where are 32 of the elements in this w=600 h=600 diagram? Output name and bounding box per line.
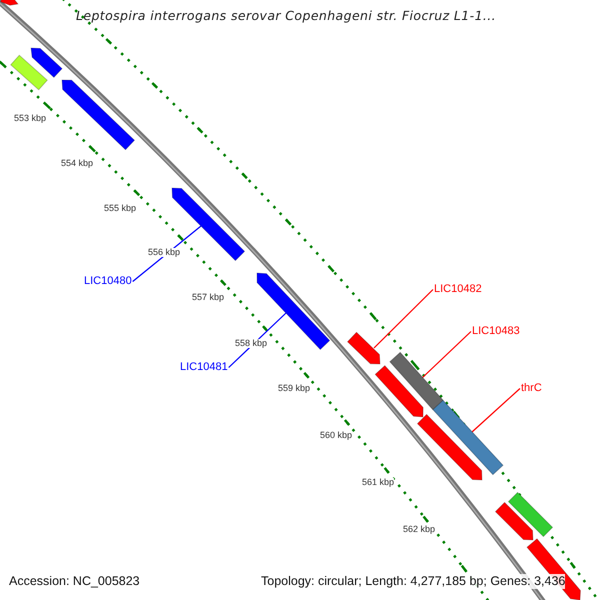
- scale-label: 562 kbp: [403, 525, 436, 534]
- gene-bar: [10, 54, 48, 90]
- gene-label: thrC: [521, 383, 542, 394]
- scale-label: 554 kbp: [61, 159, 94, 168]
- gene-feature: [0, 0, 19, 6]
- scale-label: 556 kbp: [148, 248, 180, 257]
- gene-label: LIC10483: [472, 326, 520, 337]
- gene-feature: [346, 332, 380, 364]
- gene-label: LIC10481: [180, 362, 228, 373]
- gene-feature: [62, 80, 136, 150]
- gene-bar: [508, 492, 554, 538]
- scale-label: 561 kbp: [362, 478, 394, 487]
- gene-feature: [30, 48, 63, 78]
- leader-line: [374, 289, 434, 348]
- leader-line: [472, 388, 520, 432]
- gene-bar: [389, 352, 444, 410]
- scale-label: 559 kbp: [278, 384, 310, 393]
- genome-info-text: Topology: circular; Length: 4,277,185 bp; Genes: 3,436: [261, 574, 566, 588]
- scale-label: 555 kbp: [104, 204, 136, 213]
- scale-label: 558 kbp: [235, 339, 268, 348]
- gene-feature: [374, 365, 424, 418]
- gene-label: LIC10480: [84, 276, 132, 287]
- gene-feature: [416, 414, 482, 480]
- scale-label: 557 kbp: [192, 293, 224, 302]
- scale-label: 553 kbp: [14, 114, 46, 123]
- leader-line: [422, 331, 472, 378]
- gene-bar: [432, 400, 504, 476]
- gene-label: LIC10482: [434, 284, 482, 295]
- gene-feature: [494, 502, 534, 540]
- accession-text: Accession: NC_005823: [9, 574, 140, 588]
- scale-label: 560 kbp: [320, 431, 352, 440]
- title: Leptospira interrogans serovar Copenhageni str. Fiocruz L1-1...: [76, 10, 496, 22]
